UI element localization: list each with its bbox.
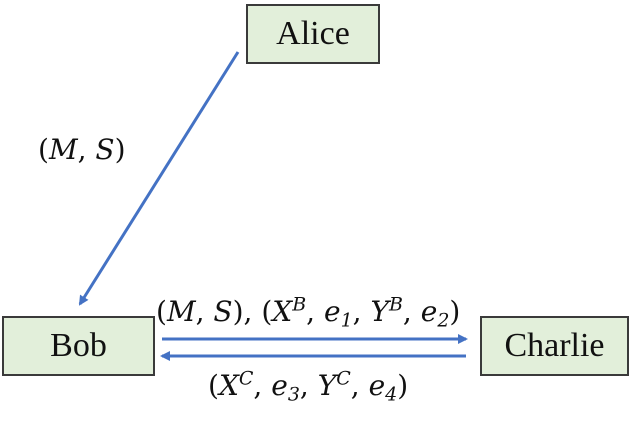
separator: , xyxy=(306,295,324,328)
subscript-3: 3 xyxy=(287,383,300,406)
paren-join: ), ( xyxy=(232,295,273,328)
superscript-b: B xyxy=(292,293,307,316)
separator: , xyxy=(350,369,369,402)
separator: , xyxy=(77,133,96,166)
superscript-c: C xyxy=(336,367,351,390)
symbol-y: Y xyxy=(370,295,389,328)
paren-open: ( xyxy=(208,369,219,402)
edge-label-bob-to-charlie: (M, S), (XB, e1, YB, e2) xyxy=(156,295,461,330)
symbol-m: M xyxy=(48,133,78,166)
symbol-x: X xyxy=(218,369,239,402)
symbol-e: e xyxy=(420,295,438,328)
node-charlie: Charlie xyxy=(480,316,629,376)
paren-close: ) xyxy=(397,369,409,402)
separator: , xyxy=(195,295,214,328)
separator: , xyxy=(253,369,272,402)
symbol-e: e xyxy=(368,369,386,402)
superscript-c: C xyxy=(238,367,254,390)
node-charlie-label: Charlie xyxy=(504,327,605,364)
symbol-m: M xyxy=(166,295,196,328)
separator: , xyxy=(402,295,421,328)
subscript-2: 2 xyxy=(437,309,450,332)
node-alice-label: Alice xyxy=(276,15,350,52)
symbol-e: e xyxy=(323,295,341,328)
paren-close: ) xyxy=(449,295,461,328)
node-bob: Bob xyxy=(2,316,155,376)
separator: , xyxy=(352,295,371,328)
symbol-s: S xyxy=(213,295,233,328)
subscript-4: 4 xyxy=(385,383,398,406)
paren-open: ( xyxy=(38,133,49,166)
arrow-alice-to-bob xyxy=(78,51,240,306)
symbol-e: e xyxy=(271,369,288,402)
separator: , xyxy=(299,369,318,402)
node-alice: Alice xyxy=(246,4,380,64)
node-bob-label: Bob xyxy=(50,327,107,364)
subscript-1: 1 xyxy=(340,309,353,332)
paren-open: ( xyxy=(156,295,167,328)
symbol-x: X xyxy=(272,295,293,328)
symbol-s: S xyxy=(95,133,115,166)
edge-label-alice-to-bob: (M, S) xyxy=(38,136,126,164)
edge-label-charlie-to-bob: (XC, e3, YC, e4) xyxy=(208,369,409,404)
superscript-b: B xyxy=(388,293,403,316)
symbol-y: Y xyxy=(317,369,337,402)
paren-close: ) xyxy=(114,133,126,166)
